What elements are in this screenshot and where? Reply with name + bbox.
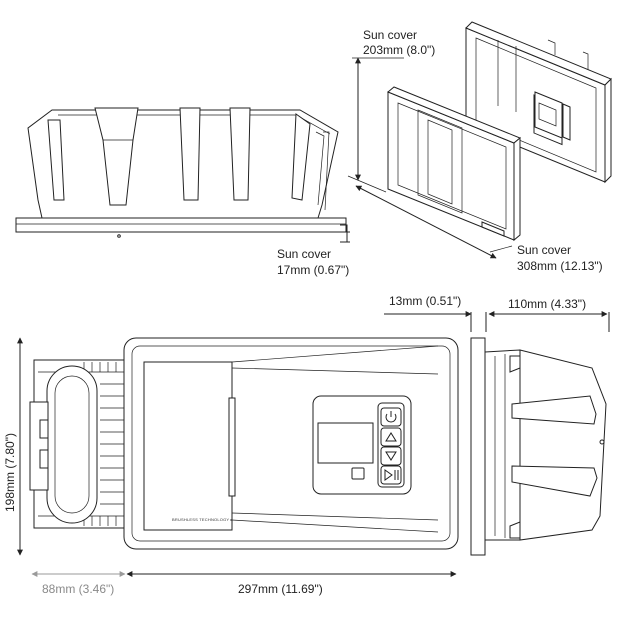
sun-cover-thickness-dimension [340,224,350,243]
front-view-back-fins [29,359,141,529]
sun-cover-top-value: 203mm (8.0") [363,43,436,57]
up-triangle-icon [380,427,402,447]
height-label: 198mm (7.80") [3,433,17,512]
sun-cover-right-title: Sun cover [517,243,572,257]
side-view-unit [27,107,339,219]
power-icon [380,407,402,427]
depth-front-dimension [384,311,487,332]
iso-back-unit [465,21,612,184]
sun-cover-side-value: 17mm (0.67") [277,263,350,277]
sun-cover-side-title: Sun cover [277,247,332,261]
sun-cover-right-value: 308mm (12.13") [517,259,603,273]
play-pause-icon [380,465,402,485]
sun-cover-top-title: Sun cover [363,28,418,42]
side-view-sun-cover [15,217,347,238]
depth-body-label: 110mm (4.33") [508,297,587,311]
width-front-label: 297mm (11.69") [238,582,323,596]
down-triangle-icon [380,446,402,466]
front-view-slide-panel [143,361,236,531]
control-panel [312,395,412,495]
depth-body-dimension [488,311,610,332]
sun-cover-width-dimension [355,185,513,259]
width-back-label: 88mm (3.46") [42,582,115,596]
depth-front-label: 13mm (0.51") [389,294,462,308]
front-side-view-unit [470,337,607,556]
panel-brand-text: BRUSHLESS TECHNOLOGY ▸ [172,517,233,522]
